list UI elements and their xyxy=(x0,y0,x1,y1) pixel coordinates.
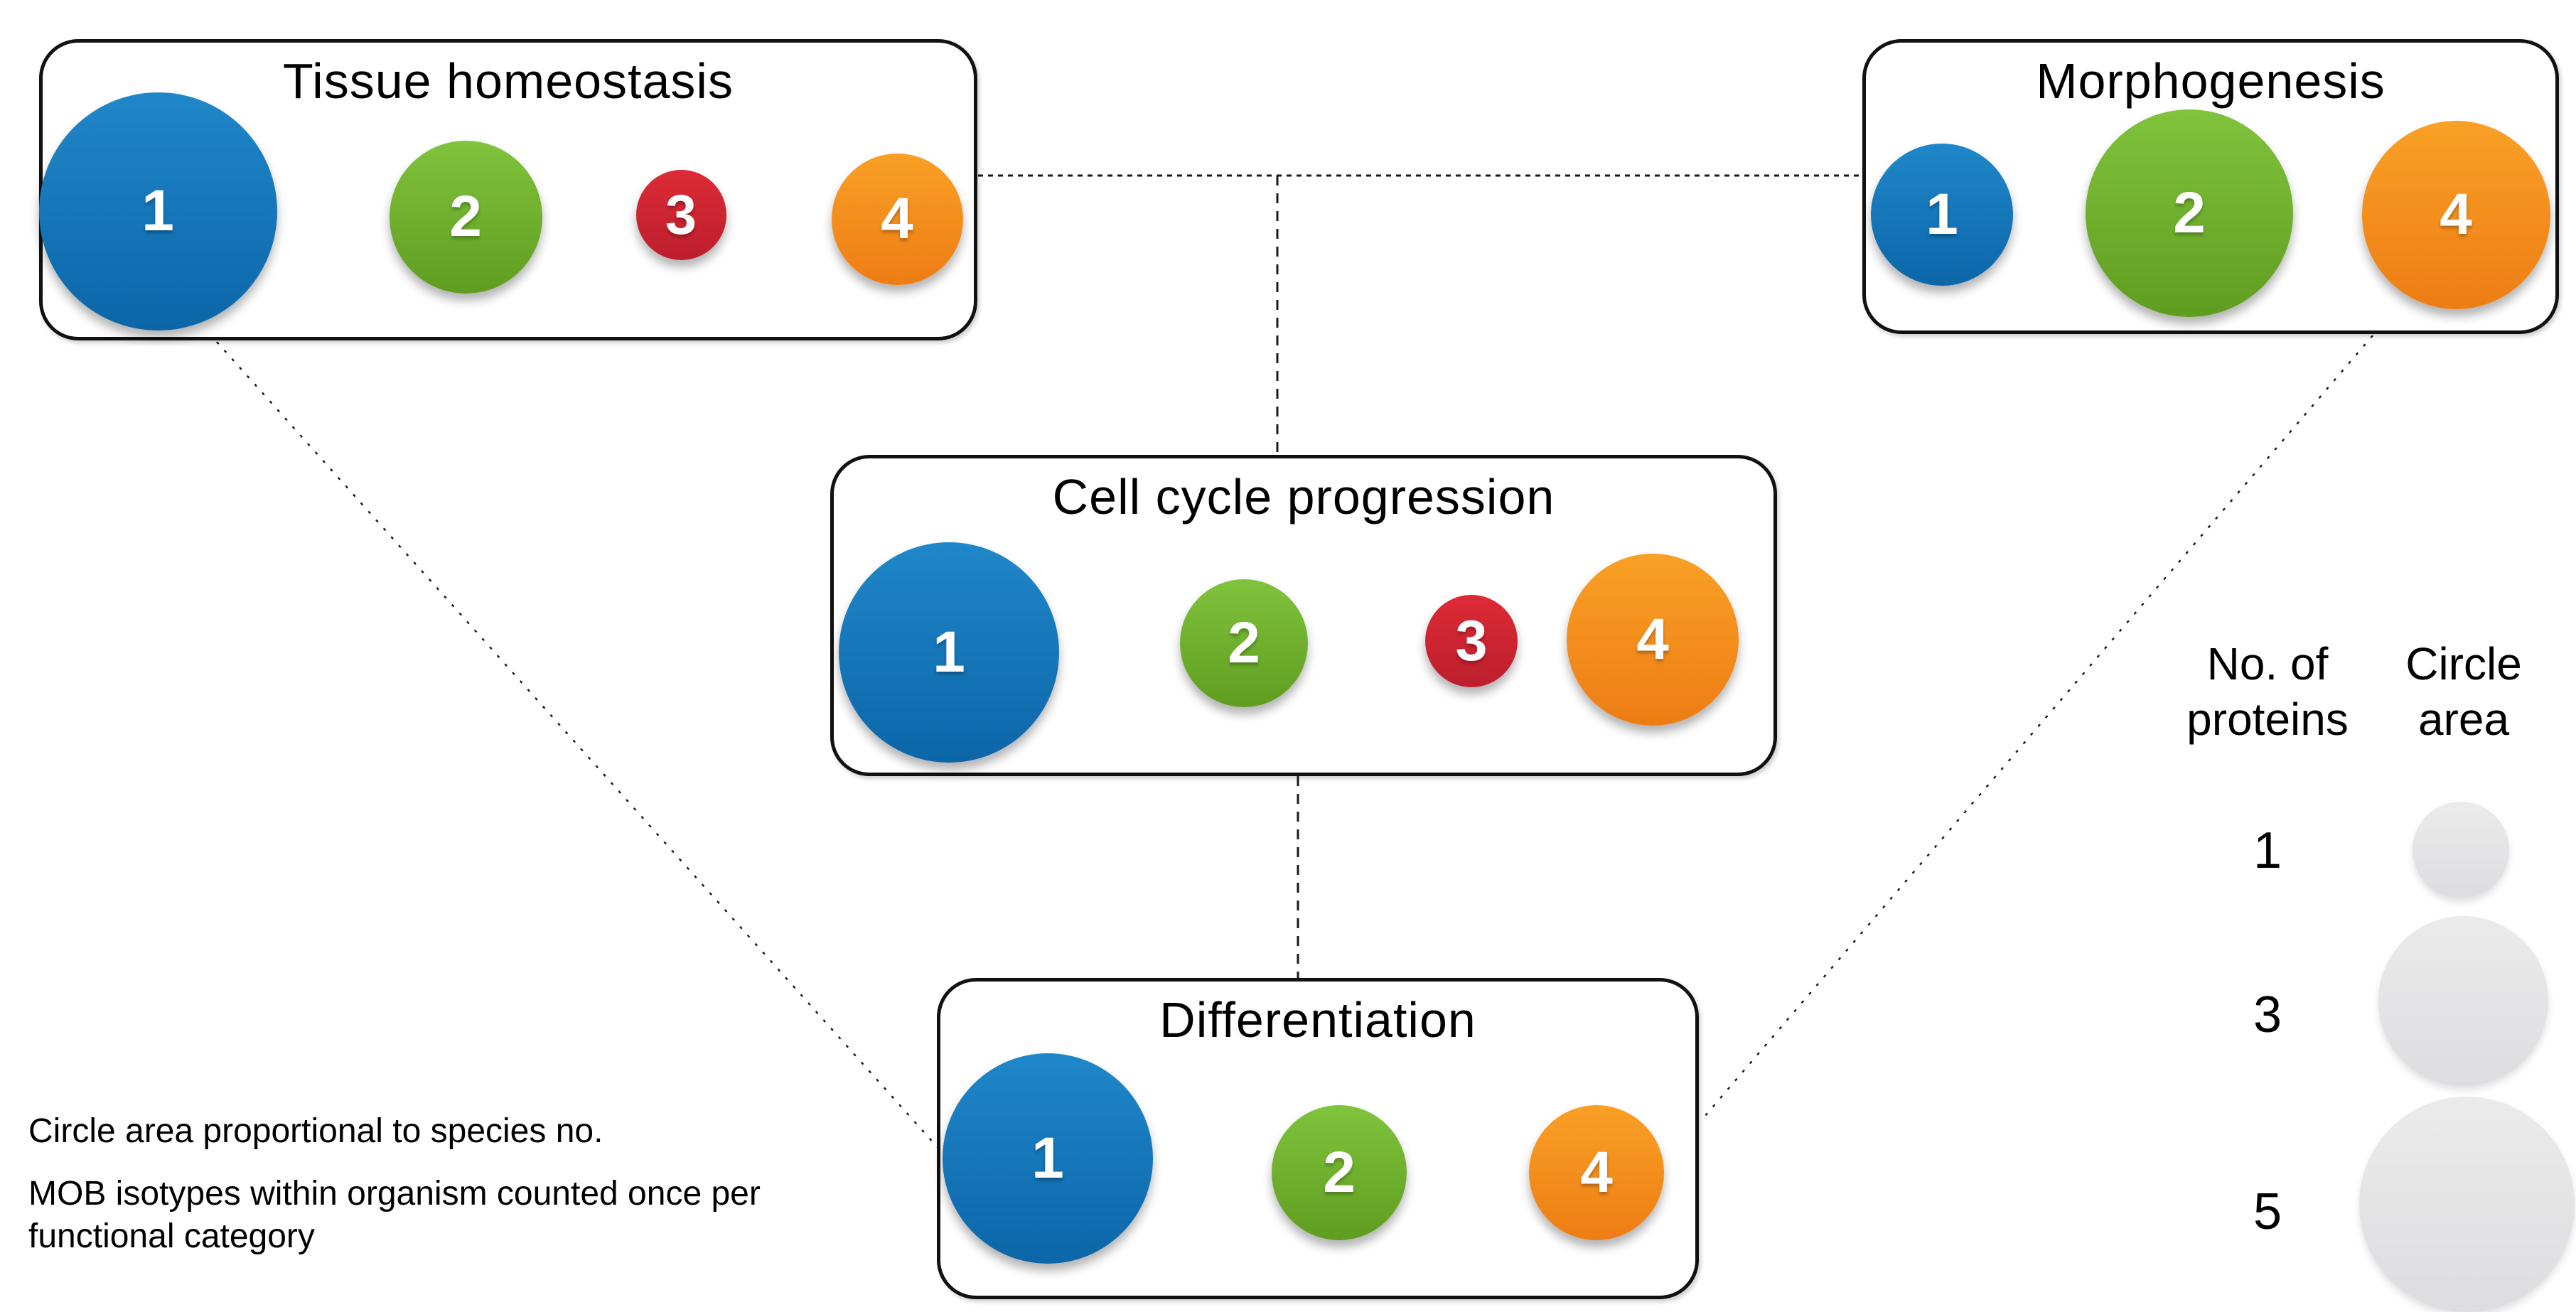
protein-circle-label: 2 xyxy=(1323,1140,1356,1205)
box-title-differentiation: Differentiation xyxy=(1159,992,1476,1048)
protein-circle-morphogenesis-mob2: 2 xyxy=(2086,109,2293,317)
protein-circle-tissue-homeostasis-mob2: 2 xyxy=(389,140,542,294)
legend-header-circle-area: Circle area xyxy=(2405,638,2522,745)
legend-count-3: 3 xyxy=(2253,986,2282,1043)
protein-circle-label: 2 xyxy=(449,184,482,249)
protein-circle-morphogenesis-mob1: 1 xyxy=(1871,144,2013,286)
protein-circle-label: 1 xyxy=(933,620,965,684)
box-title-morphogenesis: Morphogenesis xyxy=(2036,53,2386,109)
protein-circle-cell-cycle-progression-mob2: 2 xyxy=(1180,579,1308,707)
protein-circle-label: 4 xyxy=(881,186,913,251)
protein-circle-tissue-homeostasis-mob3: 3 xyxy=(635,169,726,260)
note-mob-isotypes: MOB isotypes within organism counted onc… xyxy=(28,1175,761,1255)
connector-morphogenesis-to-differentiation xyxy=(1700,335,2373,1122)
protein-circle-morphogenesis-mob4: 4 xyxy=(2361,120,2550,309)
protein-circle-tissue-homeostasis-mob1: 1 xyxy=(38,92,277,330)
protein-circle-label: 4 xyxy=(1636,607,1669,672)
protein-circle-label: 2 xyxy=(1228,611,1260,675)
box-title-cell-cycle-progression: Cell cycle progression xyxy=(1052,469,1555,525)
protein-circle-label: 3 xyxy=(665,183,697,246)
protein-circle-differentiation-mob1: 1 xyxy=(943,1053,1153,1264)
protein-circle-label: 1 xyxy=(141,178,174,243)
protein-circle-cell-cycle-progression-mob3: 3 xyxy=(1425,595,1518,687)
protein-circle-label: 4 xyxy=(2440,182,2472,247)
protein-circle-label: 3 xyxy=(1455,608,1488,673)
box-title-tissue-homeostasis: Tissue homeostasis xyxy=(283,53,734,109)
legend-circle-5 xyxy=(2358,1096,2575,1312)
protein-circle-label: 1 xyxy=(1031,1126,1064,1190)
legend-circle-1 xyxy=(2413,802,2509,898)
protein-circle-differentiation-mob2: 2 xyxy=(1272,1105,1407,1240)
protein-circle-label: 4 xyxy=(1580,1140,1613,1205)
protein-circle-label: 2 xyxy=(2173,181,2206,245)
protein-circle-cell-cycle-progression-mob1: 1 xyxy=(839,542,1059,763)
protein-circle-differentiation-mob4: 4 xyxy=(1529,1105,1664,1240)
legend-count-1: 1 xyxy=(2253,822,2282,879)
legend-circle-3 xyxy=(2378,915,2548,1086)
protein-circle-label: 1 xyxy=(1926,182,1958,247)
protein-circle-cell-cycle-progression-mob4: 4 xyxy=(1567,554,1739,726)
protein-circle-tissue-homeostasis-mob4: 4 xyxy=(831,153,963,285)
legend-count-5: 5 xyxy=(2253,1183,2282,1240)
note-circle-area-proportional: Circle area proportional to species no. xyxy=(28,1112,603,1150)
legend-header-no-of-proteins: No. of proteins xyxy=(2186,638,2349,745)
